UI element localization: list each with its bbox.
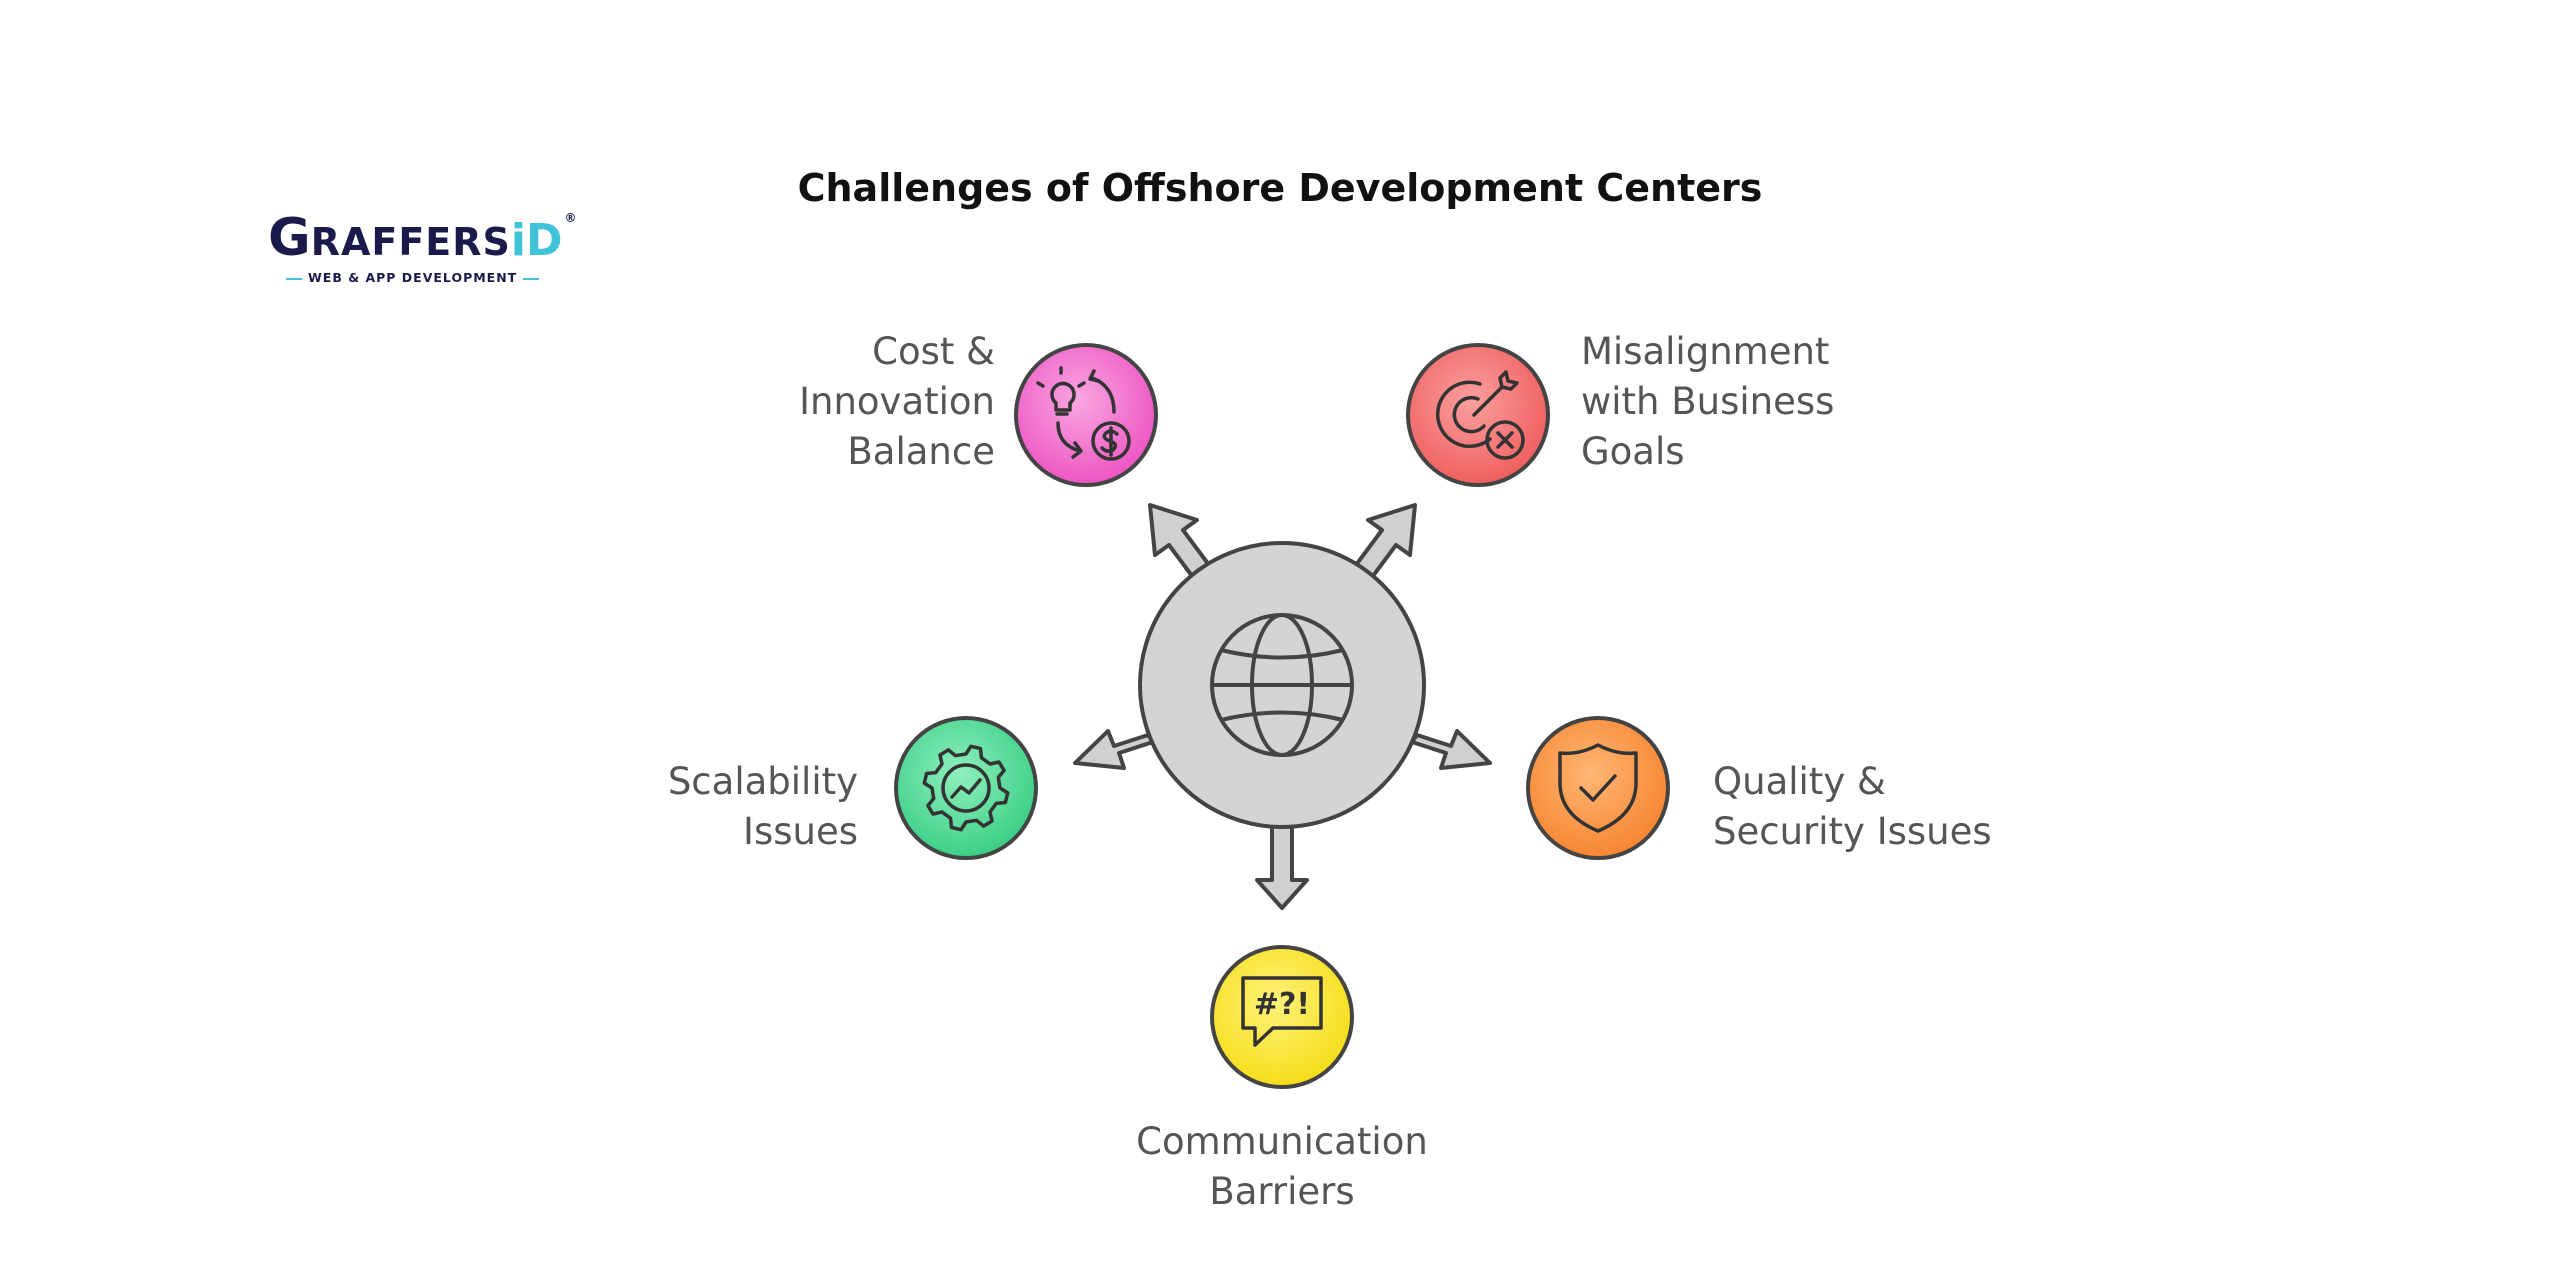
globe-icon	[1210, 613, 1354, 757]
arrow-to-quality	[1410, 729, 1492, 770]
company-logo: GRAFFERSiD® WEB & APP DEVELOPMENT	[268, 212, 576, 290]
label-scalability: Scalability Issues	[667, 760, 858, 853]
challenge-misalignment-node	[1406, 343, 1550, 487]
label-quality-security: Quality & Security Issues	[1713, 760, 1992, 853]
target-x-icon	[1435, 370, 1525, 460]
arrow-to-communication	[1255, 818, 1309, 910]
challenge-scalability-node	[894, 716, 1038, 860]
label-cost-innovation: Cost & Innovation Balance	[799, 330, 995, 473]
challenge-communication-node: #?!	[1210, 945, 1354, 1089]
speech-bubble-icon	[1241, 976, 1323, 1047]
gear-chart-icon	[922, 744, 1010, 832]
challenge-cost-node	[1014, 343, 1158, 487]
label-communication: Communication Barriers	[1136, 1120, 1428, 1213]
logo-tagline: WEB & APP DEVELOPMENT	[280, 270, 545, 285]
challenge-quality-node	[1526, 716, 1670, 860]
speech-bubble-text: #?!	[1254, 987, 1310, 1022]
arrow-to-misalignment	[1354, 503, 1417, 582]
shield-check-icon	[1558, 743, 1638, 833]
logo-wordmark: GRAFFERSiD®	[268, 208, 577, 268]
arrow-to-scalability	[1073, 729, 1155, 770]
lightbulb-dollar-cycle-icon	[1036, 366, 1131, 461]
page-title: Challenges of Offshore Development Cente…	[797, 166, 1763, 210]
label-misalignment: Misalignment with Business Goals	[1581, 330, 1835, 473]
